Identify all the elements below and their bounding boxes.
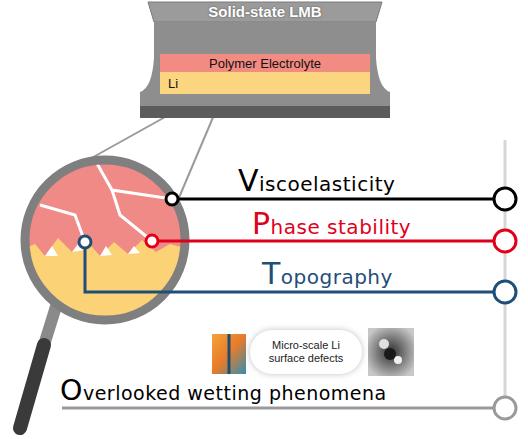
callout-line (85, 242, 493, 292)
callout-dot (146, 235, 158, 247)
sem-image (368, 328, 414, 376)
defect-map-image (212, 334, 246, 374)
battery-cell: Solid-state LMB Polymer ElectrolyteLi (140, 0, 390, 120)
cell-base (140, 106, 390, 118)
callout-end (494, 230, 516, 252)
crack (112, 190, 152, 241)
crack (40, 205, 85, 242)
electrolyte-layer: Polymer Electrolyte (160, 54, 370, 72)
callout-end (494, 281, 516, 303)
callout-line (62, 407, 493, 410)
magnifier-handle (20, 345, 44, 428)
defect-map (212, 334, 246, 374)
defect-bubble: Micro-scale Li surface defects (250, 330, 362, 374)
cell-front-face (140, 22, 390, 106)
lithium-layer: Li (160, 72, 370, 94)
property-label: Phase stability (252, 206, 411, 241)
node-text: Li (168, 76, 178, 91)
callout-dot (79, 236, 91, 248)
sem-feature (379, 339, 389, 349)
callout-line (172, 198, 493, 201)
node-text: Polymer Electrolyte (209, 56, 321, 71)
callout-dot (166, 193, 178, 205)
phenomenon-label: Overlooked wetting phenomena (60, 374, 387, 407)
property-label: Viscoelasticity (238, 163, 395, 198)
property-label: Topography (262, 256, 393, 291)
sem-feature (394, 356, 402, 364)
callout-end (494, 188, 516, 210)
cell-title: Solid-state LMB (140, 3, 390, 20)
callout-line (152, 240, 493, 243)
callout-end (494, 397, 516, 419)
node-text: Micro-scale Li surface defects (258, 339, 354, 365)
defect-groove (228, 334, 231, 374)
sem-micrograph (368, 328, 414, 376)
sem-feature (384, 348, 396, 360)
interface-void (45, 244, 140, 256)
rail-line (504, 140, 507, 396)
